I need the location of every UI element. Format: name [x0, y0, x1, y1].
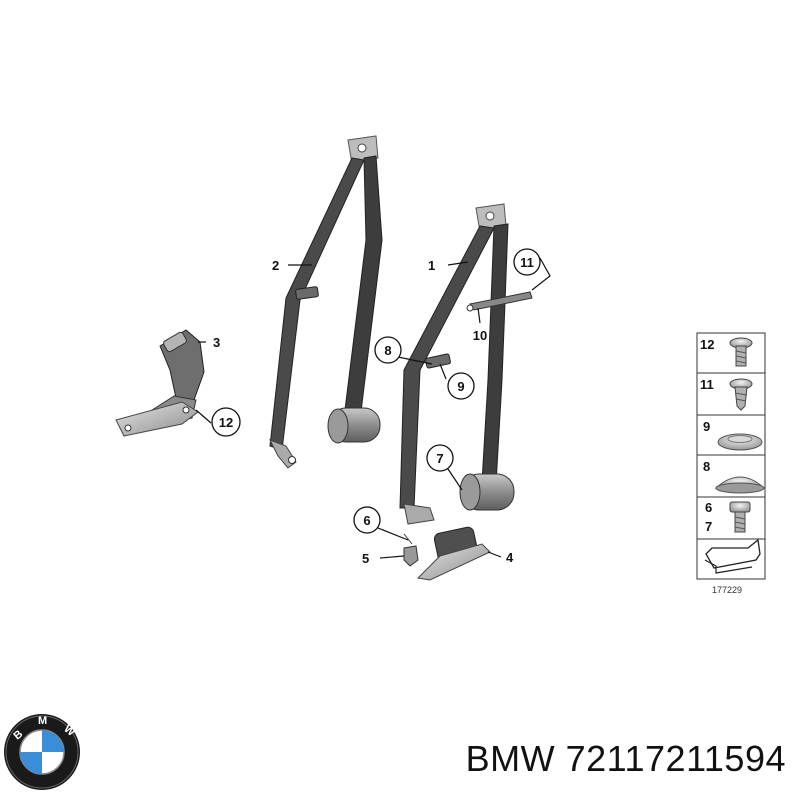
legend-label-8: 8: [703, 459, 710, 474]
leader-lines: [195, 257, 551, 559]
callout-12: 12: [211, 407, 241, 437]
webbing-strap-left-retractor: [343, 155, 383, 421]
callout-10: 10: [473, 328, 487, 343]
callout-7-label: 7: [436, 451, 443, 466]
callout-9: 9: [447, 372, 475, 400]
belt-assembly-right: [399, 203, 533, 525]
callout-6: 6: [353, 506, 381, 534]
callout-2-label: 2: [272, 258, 279, 273]
callout-2: 2: [272, 258, 279, 273]
callout-9-label: 9: [457, 379, 464, 394]
reference-number: 177229: [712, 585, 742, 595]
callout-5: 5: [362, 551, 369, 566]
callout-10-label: 10: [473, 328, 487, 343]
legend-row-6-7: 6 7: [696, 496, 766, 540]
bmw-logo: B M W: [4, 714, 80, 790]
legend-label-11: 11: [700, 377, 714, 392]
direction-arrow-icon: [704, 538, 761, 574]
callout-11-label: 11: [520, 255, 534, 270]
callout-3: 3: [213, 335, 220, 350]
callout-8: 8: [374, 336, 402, 364]
clip-part-5: [403, 545, 419, 567]
buckle-assembly: [115, 329, 205, 437]
legend-row-12: 12: [696, 332, 766, 374]
callout-4-label: 4: [506, 550, 514, 565]
tensioner-tube: [416, 543, 491, 581]
end-fitting-right: [403, 503, 435, 525]
buckle-bracket: [115, 401, 199, 437]
bolt-icon: [729, 501, 751, 533]
direction-arrow-box: [696, 538, 766, 580]
lower-fittings: [403, 526, 491, 581]
callout-5-label: 5: [362, 551, 369, 566]
svg-text:M: M: [38, 715, 47, 727]
legend-label-9: 9: [703, 419, 710, 434]
callout-11: 11: [513, 248, 541, 276]
brand-footer: B M W BMW 72117211594: [0, 710, 800, 790]
cap-icon: [717, 433, 763, 451]
legend-label-12: 12: [700, 337, 714, 352]
legend-label-6: 6: [705, 500, 712, 515]
callout-12-label: 12: [219, 415, 233, 430]
callout-4: 4: [506, 550, 514, 565]
callout-6-label: 6: [363, 513, 370, 528]
legend-row-8: 8: [696, 454, 766, 498]
callout-7: 7: [426, 444, 454, 472]
cap-icon: [714, 476, 766, 494]
legend-row-9: 9: [696, 414, 766, 456]
webbing-strap-right-retractor: [481, 223, 509, 485]
callout-1-label: 1: [428, 258, 435, 273]
screw-icon: [729, 337, 753, 367]
parts-legend: 12 11 9: [696, 332, 766, 595]
belt-assembly-left: [268, 135, 383, 469]
screw-icon: [729, 378, 753, 411]
callout-3-label: 3: [213, 335, 220, 350]
legend-label-7: 7: [705, 519, 712, 534]
legend-row-11: 11: [696, 372, 766, 416]
callout-8-label: 8: [384, 343, 391, 358]
part-number-caption: BMW 72117211594: [465, 738, 786, 779]
retractor-left: [327, 407, 381, 444]
callout-1: 1: [428, 258, 435, 273]
retractor-right: [459, 473, 515, 511]
